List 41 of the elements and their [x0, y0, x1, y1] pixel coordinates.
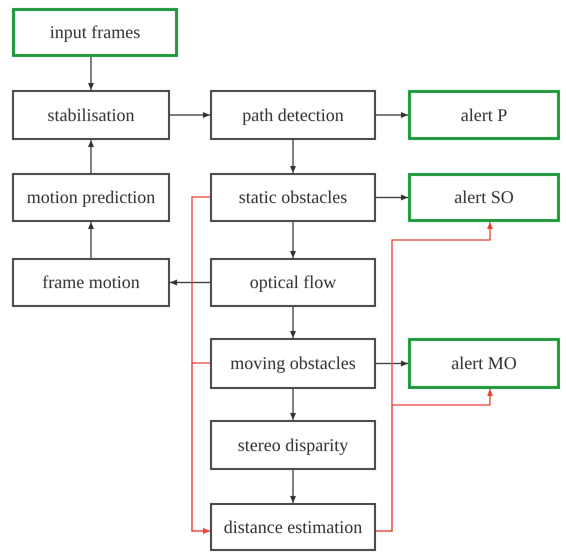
box-label: stereo disparity	[238, 434, 348, 456]
box-label: optical flow	[250, 272, 336, 293]
box-label: distance estimation	[224, 516, 362, 538]
process-box	[210, 90, 376, 140]
arrow	[290, 389, 296, 420]
arrow	[290, 307, 296, 338]
process-box	[210, 503, 376, 551]
box-label: alert SO	[454, 187, 514, 208]
arrow	[290, 470, 296, 503]
arrow	[290, 222, 296, 258]
process-box	[12, 90, 170, 140]
arrow	[170, 280, 210, 286]
box-label: static obstacles	[238, 187, 348, 208]
box-label: motion prediction	[26, 187, 156, 208]
output-box	[408, 338, 560, 389]
arrow	[376, 194, 408, 200]
arrow	[376, 360, 408, 366]
arrow	[88, 222, 94, 258]
output-box	[12, 8, 178, 57]
box-label: input frames	[50, 22, 140, 43]
arrow	[88, 140, 94, 173]
arrow	[88, 57, 94, 90]
process-box	[210, 338, 376, 389]
process-box	[210, 173, 376, 222]
box-label: moving obstacles	[230, 353, 356, 374]
arrow	[290, 140, 296, 173]
process-box	[210, 258, 376, 307]
box-label: alert MO	[451, 353, 517, 374]
process-box	[210, 420, 376, 470]
box-label: path detection	[242, 104, 344, 126]
box-label: alert P	[460, 104, 508, 126]
arrow	[170, 112, 210, 118]
process-box	[12, 173, 170, 222]
output-box	[408, 173, 560, 222]
process-box	[12, 258, 170, 307]
arrow	[376, 112, 408, 118]
box-label: frame motion	[42, 272, 140, 293]
arrow	[191, 362, 210, 534]
box-label: stabilisation	[48, 104, 134, 126]
output-box	[408, 90, 560, 140]
arrow	[376, 389, 493, 532]
